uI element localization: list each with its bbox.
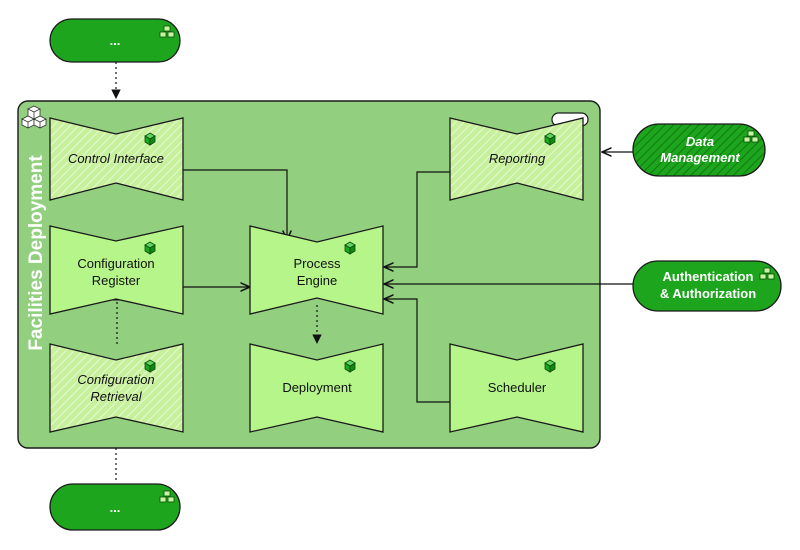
configuration-register-label-1: Configuration (77, 256, 154, 271)
process-engine-label-1: Process (294, 256, 341, 271)
bottom-ellipsis-node[interactable]: ... (49, 483, 181, 531)
function-cube-icon (144, 241, 156, 255)
function-cube-icon (344, 359, 356, 373)
connections (111, 62, 633, 482)
process-engine-node[interactable]: Process Engine (249, 225, 384, 315)
authentication-authorization-node[interactable]: Authentication & Authorization (632, 260, 782, 312)
deployment-node[interactable]: Deployment (249, 343, 384, 433)
data-management-node[interactable]: Data Management (632, 123, 766, 177)
group-cubes-icon (21, 105, 47, 129)
top-ellipsis-node[interactable]: ... (49, 18, 181, 63)
reporting-label: Reporting (489, 151, 546, 166)
data-management-label-2: Management (660, 150, 740, 165)
reporting-to-engine (384, 171, 450, 267)
reporting-node[interactable]: Reporting (449, 117, 584, 201)
function-cube-icon (544, 132, 556, 146)
deployment-label: Deployment (282, 380, 352, 395)
function-cube-icon (144, 132, 156, 146)
control-interface-label: Control Interface (68, 151, 164, 166)
function-cube-icon (544, 359, 556, 373)
configuration-register-node[interactable]: Configuration Register (49, 225, 184, 315)
group-title: Facilities Deployment (26, 155, 47, 351)
configuration-retrieval-label-2: Retrieval (90, 389, 142, 404)
configuration-retrieval-label-1: Configuration (77, 372, 154, 387)
auth-label-1: Authentication (663, 269, 754, 284)
data-management-label-1: Data (686, 134, 714, 149)
configuration-retrieval-node[interactable]: Configuration Retrieval (49, 343, 184, 433)
process-engine-label-2: Engine (297, 273, 337, 288)
configuration-register-label-2: Register (92, 273, 141, 288)
function-cube-icon (344, 241, 356, 255)
scheduler-node[interactable]: Scheduler (449, 343, 584, 433)
scheduler-to-engine (384, 299, 450, 403)
function-cube-icon (144, 359, 156, 373)
auth-label-2: & Authorization (660, 286, 756, 301)
bottom-node-label: ... (110, 500, 121, 515)
scheduler-label: Scheduler (488, 380, 547, 395)
top-node-label: ... (110, 33, 121, 48)
control-interface-node[interactable]: Control Interface (49, 117, 184, 201)
control-interface-to-engine (183, 169, 287, 240)
